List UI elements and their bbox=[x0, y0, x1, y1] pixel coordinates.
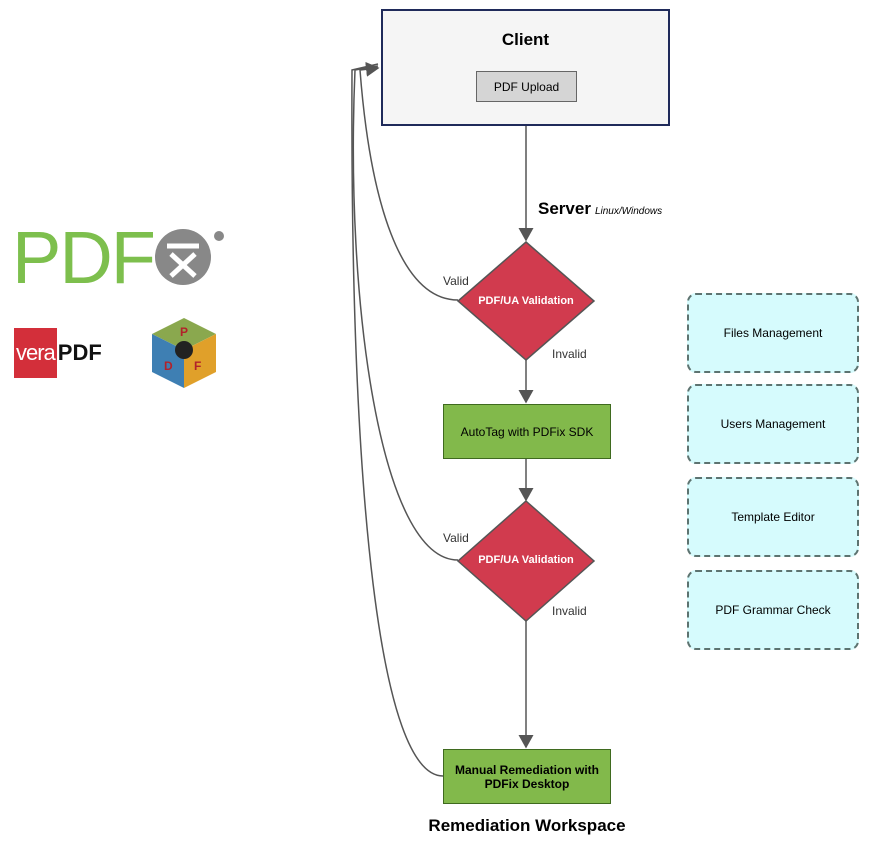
validation-1-valid-label: Valid bbox=[443, 274, 469, 288]
curve-valid-1 bbox=[359, 61, 459, 301]
verapdf-logo-pdf: PDF bbox=[57, 340, 102, 365]
pdf-cube-icon: P D F bbox=[152, 318, 216, 388]
validation-diamond-2 bbox=[456, 499, 596, 623]
manual-line-1: Manual Remediation with bbox=[454, 762, 599, 777]
curve-manual-return bbox=[351, 63, 444, 777]
validation-2-valid-label: Valid bbox=[443, 531, 469, 545]
feature-pdf-grammar-check[interactable]: PDF Grammar Check bbox=[687, 570, 859, 650]
validation-diamond-1 bbox=[456, 241, 596, 361]
feature-files-management[interactable]: Files Management bbox=[687, 293, 859, 373]
validation-2-invalid-label: Invalid bbox=[552, 604, 587, 618]
svg-text:F: F bbox=[194, 359, 201, 373]
server-title-text: Server bbox=[538, 199, 591, 218]
client-title: Client bbox=[501, 30, 550, 49]
validation-1-invalid-label: Invalid bbox=[552, 347, 587, 361]
curve-valid-2 bbox=[352, 65, 459, 561]
autotag-step[interactable]: AutoTag with PDFix SDK bbox=[443, 404, 611, 459]
client-container bbox=[381, 9, 670, 126]
feature-users-management[interactable]: Users Management bbox=[687, 384, 859, 464]
validation-2-label: PDF/UA Validation bbox=[478, 554, 574, 566]
manual-line-2: PDFix Desktop bbox=[484, 776, 570, 791]
validation-1-label: PDF/UA Validation bbox=[478, 295, 574, 307]
svg-text:D: D bbox=[164, 359, 173, 373]
pdfix-logo-text: PDF bbox=[12, 216, 156, 299]
pdfix-x-icon bbox=[155, 229, 224, 285]
svg-text:P: P bbox=[180, 325, 188, 339]
server-subtitle: Linux/Windows bbox=[594, 206, 663, 217]
remediation-title: Remediation Workspace bbox=[428, 816, 626, 835]
verapdf-logo-vera: vera bbox=[14, 328, 57, 378]
pdf-upload-button[interactable]: PDF Upload bbox=[476, 71, 577, 102]
pdfix-logo: PDF bbox=[12, 216, 156, 299]
feature-template-editor[interactable]: Template Editor bbox=[687, 477, 859, 557]
